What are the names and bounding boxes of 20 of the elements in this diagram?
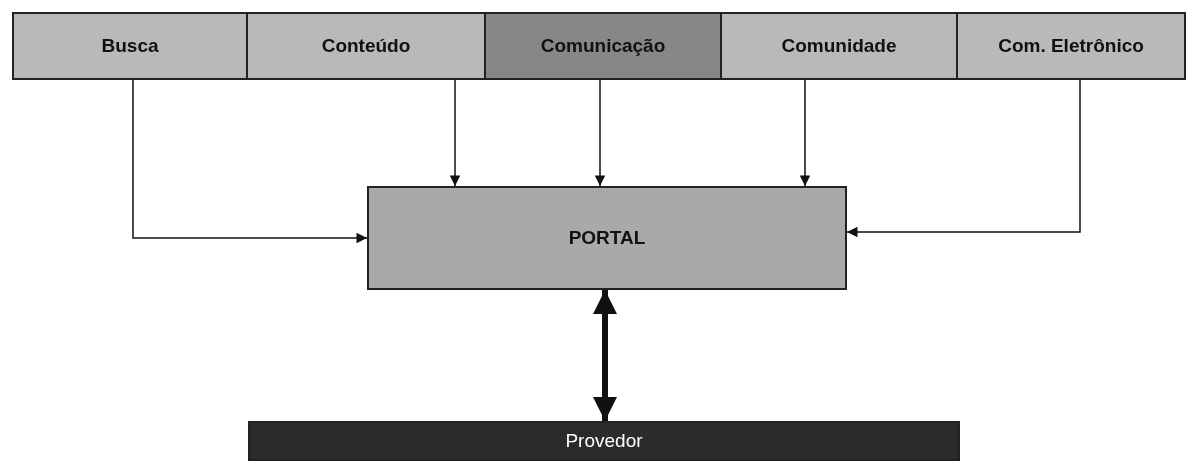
category-box bbox=[246, 12, 486, 80]
node-label: Provedor bbox=[565, 430, 643, 452]
arrow bbox=[594, 79, 606, 187]
node-label: Comunicação bbox=[540, 35, 666, 57]
node-label: Com. Eletrônico bbox=[998, 35, 1144, 57]
arrow bbox=[799, 79, 811, 187]
category-box bbox=[720, 12, 958, 80]
arrow bbox=[449, 79, 461, 187]
node-label: Busca bbox=[101, 35, 159, 57]
arrow bbox=[132, 79, 368, 244]
arrow bbox=[846, 79, 1081, 238]
arrow bbox=[593, 290, 617, 421]
category-box bbox=[956, 12, 1186, 80]
node-label: PORTAL bbox=[568, 227, 646, 249]
provider-bar bbox=[248, 421, 960, 461]
node-label: Conteúdo bbox=[321, 35, 411, 57]
category-box bbox=[484, 12, 722, 80]
category-box bbox=[12, 12, 248, 80]
portal-box bbox=[367, 186, 847, 290]
node-label: Comunidade bbox=[781, 35, 897, 57]
